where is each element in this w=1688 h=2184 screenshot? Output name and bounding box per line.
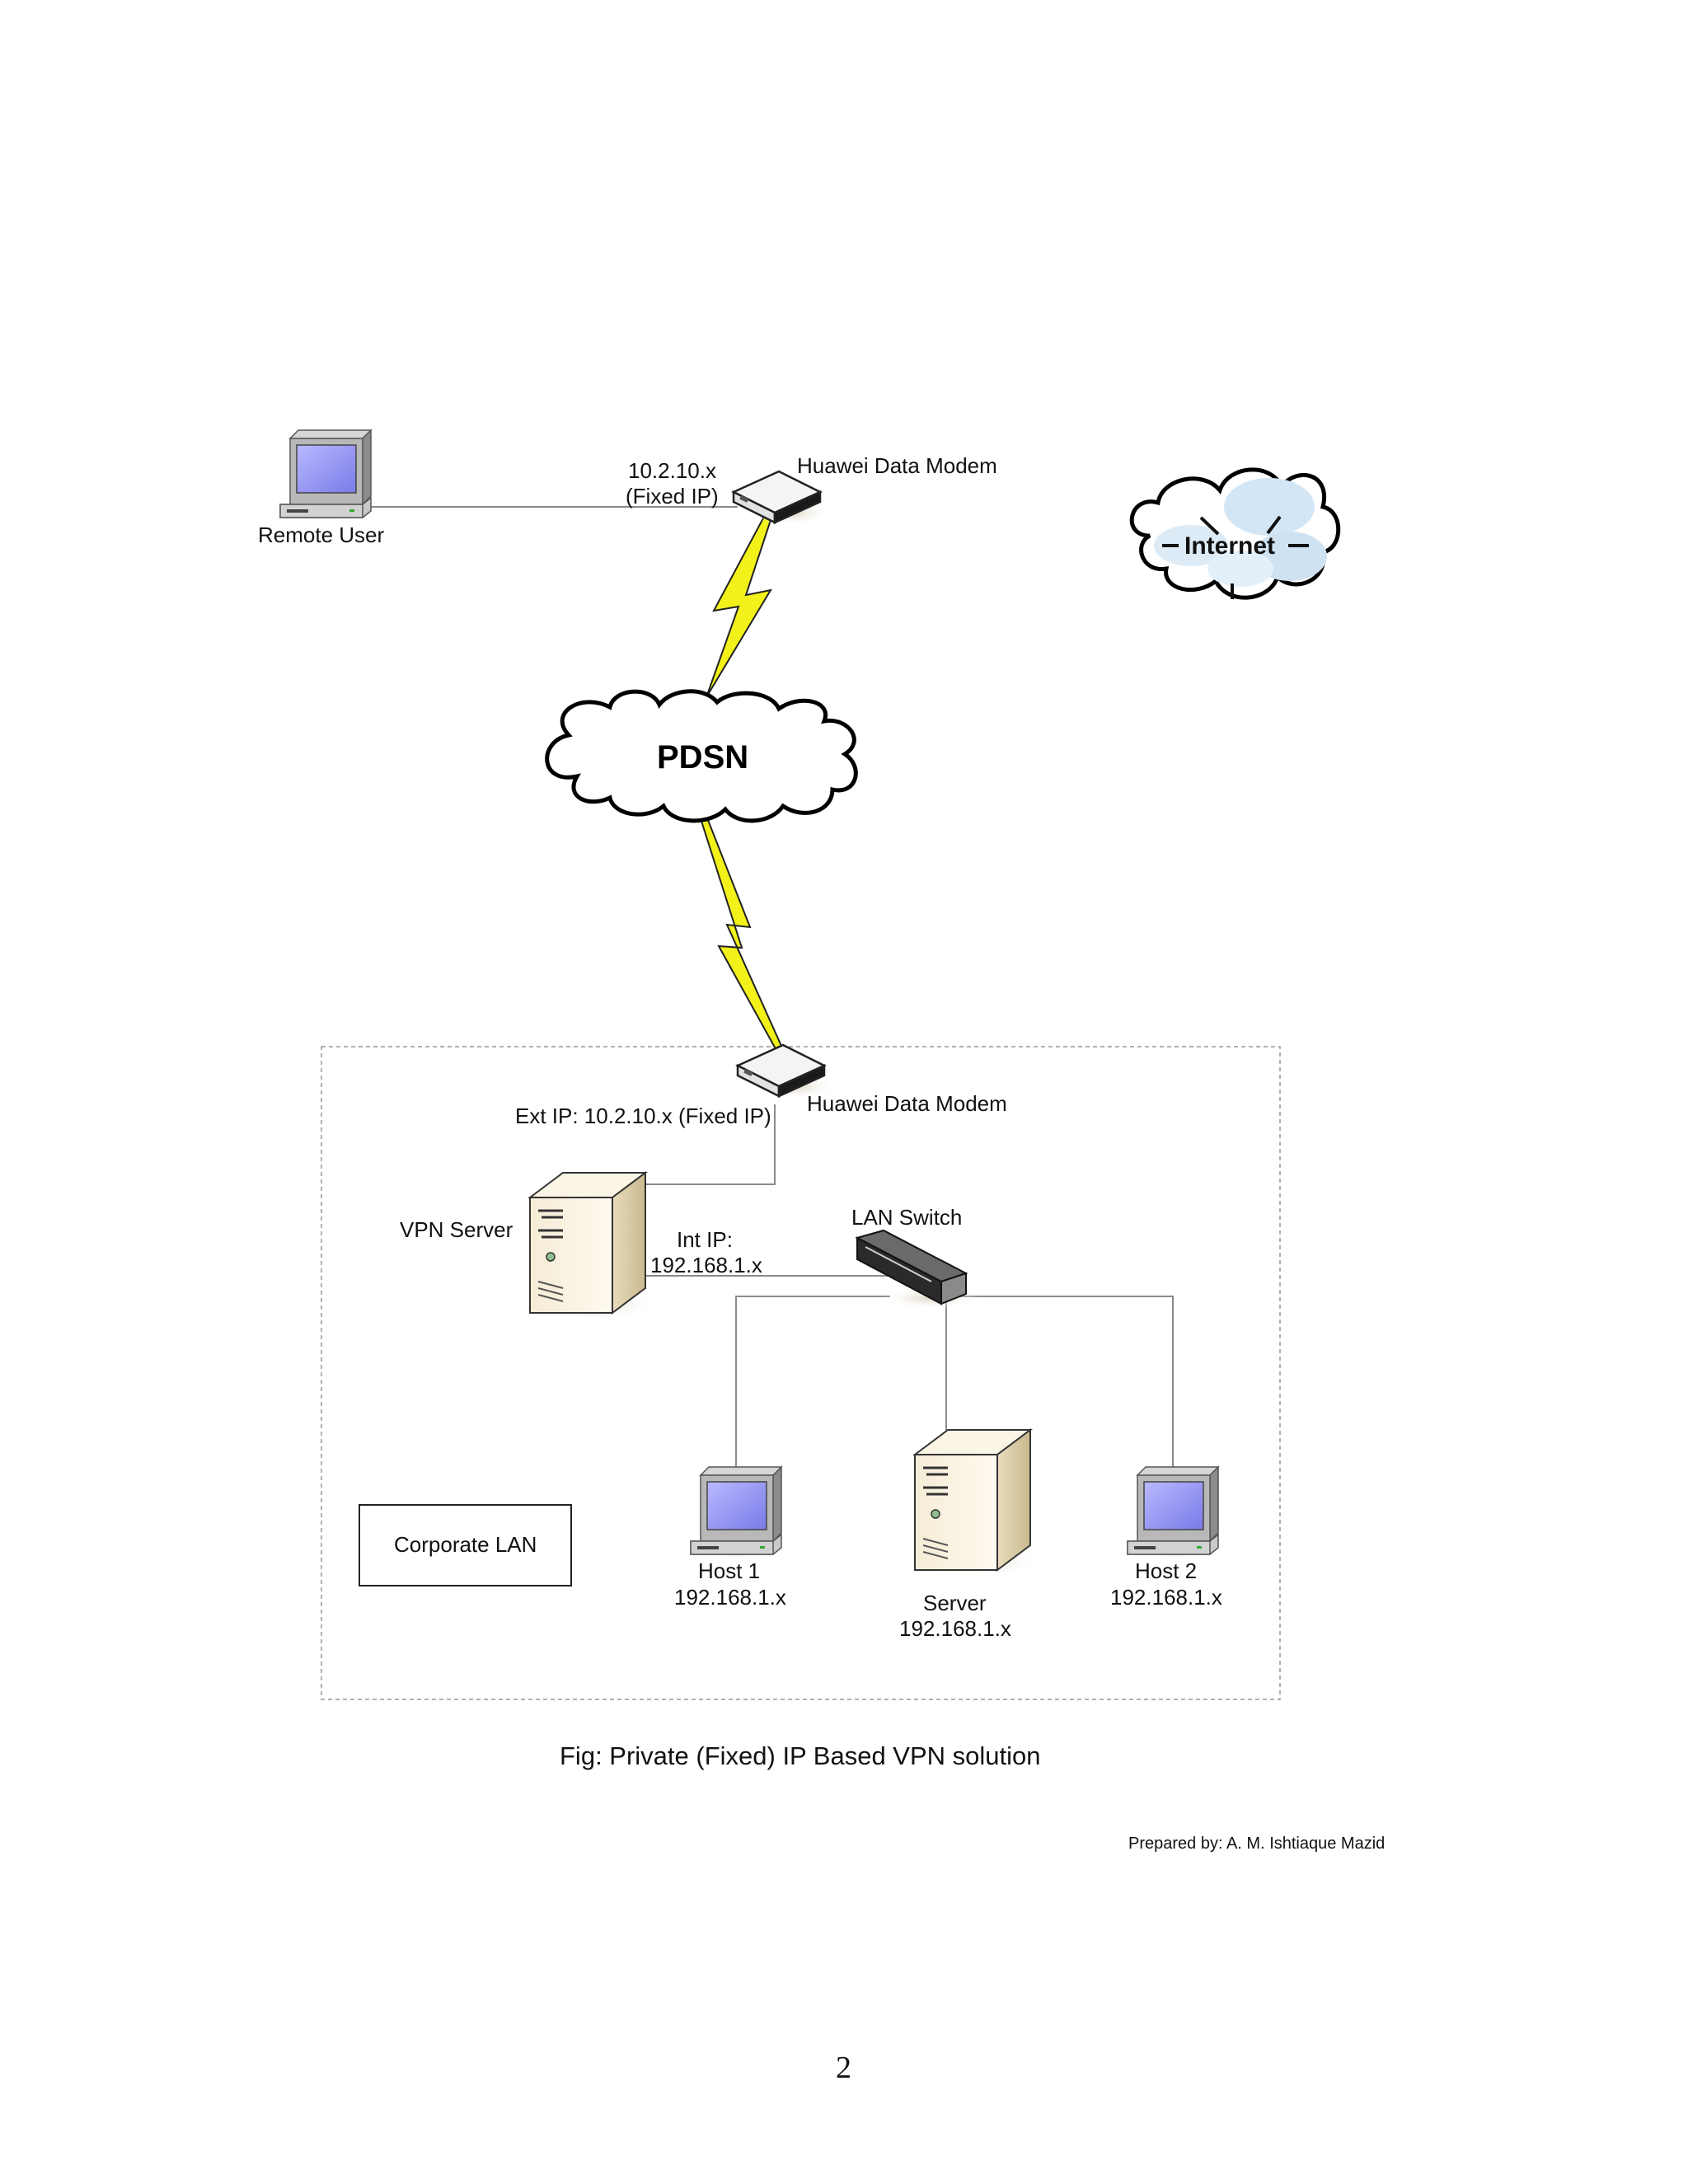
prepared-by-credit: Prepared by: A. M. Ishtiaque Mazid (1128, 1835, 1385, 1853)
wireless-link-top-icon (706, 514, 774, 698)
internet-label: Internet (1184, 532, 1275, 560)
server-ip: 192.168.1.x (899, 1616, 1011, 1641)
remote-user-label: Remote User (258, 523, 384, 547)
vpn-server-label: VPN Server (400, 1217, 513, 1242)
modem-bottom-ext-ip: Ext IP: 10.2.10.x (Fixed IP) (515, 1104, 771, 1128)
corporate-lan-box (359, 1504, 572, 1586)
lan-switch-label: LAN Switch (851, 1205, 962, 1230)
link-modem-vpn-server (635, 1104, 776, 1185)
vpn-server-int-ip-line1: Int IP: (677, 1227, 733, 1252)
modem-top-ip-line1: 10.2.10.x (628, 458, 716, 483)
pdsn-cloud-icon (545, 689, 858, 823)
host1-computer-icon (690, 1466, 782, 1560)
remote-user-computer-icon (279, 429, 372, 523)
modem-top-icon (732, 470, 834, 527)
vpn-server-icon (528, 1171, 655, 1323)
modem-top-ip-line2: (Fixed IP) (626, 484, 719, 509)
page-number: 2 (836, 2050, 851, 2085)
vpn-server-int-ip-line2: 192.168.1.x (650, 1253, 762, 1277)
host1-name: Host 1 (698, 1558, 760, 1583)
wireless-link-bottom-icon (698, 815, 786, 1054)
host2-ip: 192.168.1.x (1110, 1585, 1222, 1610)
link-switch-host1 (735, 1296, 890, 1475)
lan-switch-icon (855, 1229, 981, 1310)
host2-name: Host 2 (1135, 1558, 1197, 1583)
corporate-lan-label: Corporate LAN (394, 1532, 537, 1557)
server-name: Server (923, 1591, 987, 1615)
pdsn-label: PDSN (657, 739, 748, 776)
figure-caption: Fig: Private (Fixed) IP Based VPN soluti… (560, 1741, 1041, 1770)
modem-top-label: Huawei Data Modem (797, 453, 997, 478)
host1-ip: 192.168.1.x (674, 1585, 786, 1610)
internet-cloud-icon (1129, 467, 1341, 600)
server-tower-icon (913, 1428, 1040, 1580)
modem-bottom-label: Huawei Data Modem (807, 1091, 1007, 1116)
link-switch-host2 (956, 1296, 1174, 1471)
host2-computer-icon (1127, 1466, 1219, 1560)
corporate-lan-boundary (321, 1046, 1281, 1700)
